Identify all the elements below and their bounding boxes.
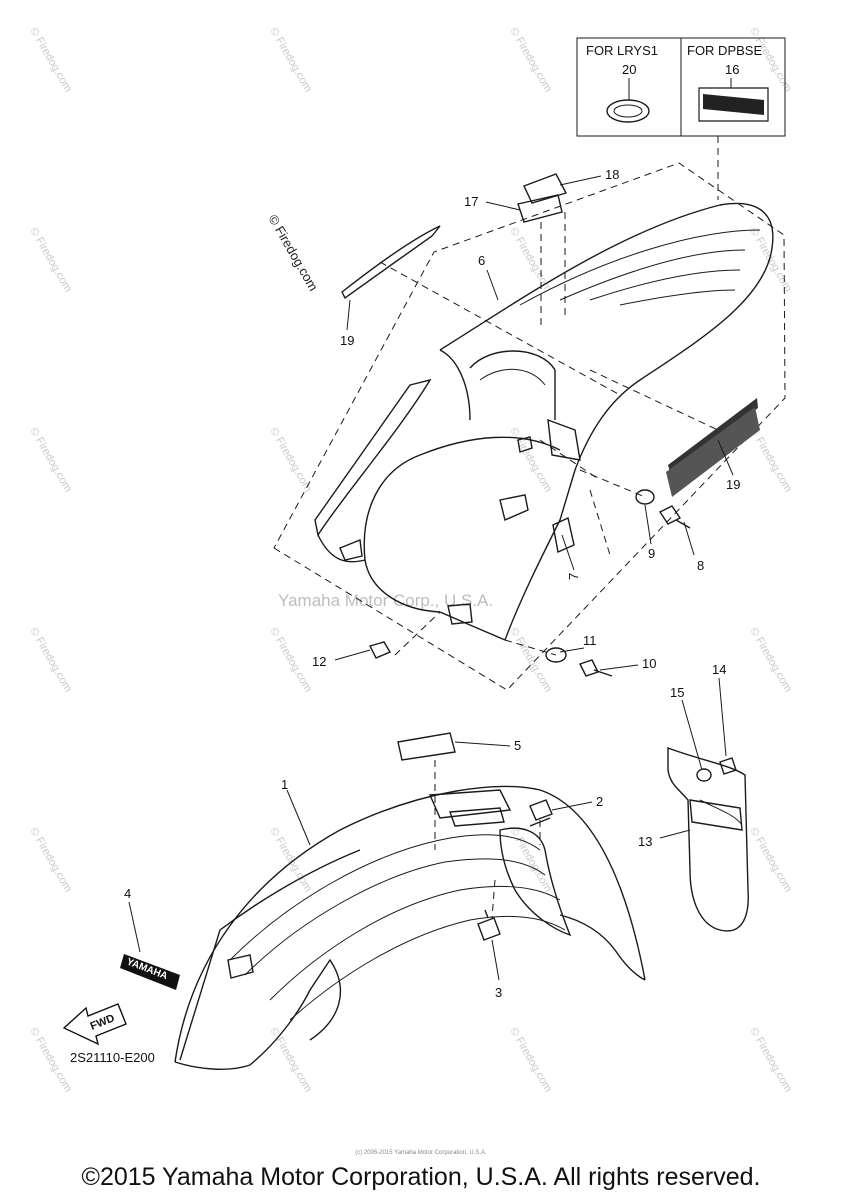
washer-9 [635, 489, 655, 505]
watermark-tile: © Firedog.com [27, 626, 74, 695]
watermark-tile: © Firedog.com [507, 26, 554, 95]
watermark-tile: © Firedog.com [27, 26, 74, 95]
callout-19-left: 19 [340, 333, 354, 348]
diagram-code: 2S21110-E200 [70, 1050, 155, 1065]
callout-11: 11 [583, 633, 597, 648]
callout-8: 8 [697, 558, 704, 573]
watermark-tile: © Firedog.com [507, 1026, 554, 1095]
copyright-footer: ©2015 Yamaha Motor Corporation, U.S.A. A… [81, 1163, 761, 1191]
watermark-center: Yamaha Motor Corp., U.S.A. [278, 591, 493, 610]
callout-2: 2 [596, 794, 603, 809]
watermark-tile: © Firedog.com [27, 226, 74, 295]
side-decal-19-left [341, 225, 441, 300]
nut-12 [368, 641, 392, 659]
callout-4: 4 [124, 886, 131, 901]
screw-14 [719, 757, 737, 775]
watermark-tile: © Firedog.com [267, 1026, 314, 1095]
number-plate [667, 746, 749, 932]
yamaha-decal: YAMAHA [120, 954, 180, 990]
watermark-tile: © Firedog.com [507, 626, 554, 695]
yamaha-decal-icon [698, 87, 769, 122]
option-right-part: 16 [725, 62, 739, 77]
callout-12: 12 [312, 654, 326, 669]
watermark-tile: © Firedog.com [27, 1026, 74, 1095]
callout-3: 3 [495, 985, 502, 1000]
callout-17: 17 [464, 194, 478, 209]
watermark-side: © Firedog.com [265, 212, 321, 294]
option-left-label: FOR LRYS1 [586, 43, 658, 58]
callout-15: 15 [670, 685, 684, 700]
side-decal-19-right [666, 398, 760, 497]
watermark-tile: © Firedog.com [747, 226, 794, 295]
watermark-tile: © Firedog.com [27, 826, 74, 895]
rear-fender-outline [273, 162, 786, 691]
watermark-tile: © Firedog.com [267, 626, 314, 695]
callout-19-right: 19 [726, 477, 740, 492]
watermark-tile: © Firedog.com [507, 426, 554, 495]
washer-11 [545, 647, 567, 663]
callout-10: 10 [642, 656, 656, 671]
callouts: 1 2 3 4 5 6 7 8 9 10 11 12 13 14 15 17 1… [124, 167, 740, 1000]
watermark-tile: © Firedog.com [27, 426, 74, 495]
bolt-10 [579, 659, 613, 677]
bolt-3 [477, 909, 501, 941]
watermark-tiles: © Firedog.com © Firedog.com © Firedog.co… [27, 26, 794, 1095]
bolt-2 [529, 799, 553, 827]
watermark-tile: © Firedog.com [747, 826, 794, 895]
washer-15 [696, 768, 712, 782]
front-fender [174, 785, 646, 1070]
option-right-label: FOR DPBSE [687, 43, 762, 58]
fwd-arrow-icon: FWD [62, 1003, 127, 1046]
hardware-rear [368, 489, 691, 677]
watermark-tile: © Firedog.com [747, 1026, 794, 1095]
callout-leaders [128, 175, 734, 981]
decal-17-18 [517, 173, 568, 223]
rear-fender [314, 202, 774, 641]
decal-5 [397, 732, 456, 761]
watermark-tile: © Firedog.com [747, 26, 794, 95]
callout-13: 13 [638, 834, 652, 849]
footer-mini-text: (c) 2005-2015 Yamaha Motor Corporation, … [355, 1150, 487, 1156]
emblem-icon [606, 99, 650, 123]
watermark-tile: © Firedog.com [267, 26, 314, 95]
callout-9: 9 [648, 546, 655, 561]
callout-6: 6 [478, 253, 485, 268]
callout-1: 1 [281, 777, 288, 792]
watermark-tile: © Firedog.com [747, 626, 794, 695]
callout-14: 14 [712, 662, 726, 677]
callout-18: 18 [605, 167, 619, 182]
option-box: FOR LRYS1 20 FOR DPBSE 16 [576, 37, 786, 137]
watermark-tile: © Firedog.com [747, 426, 794, 495]
bolt-8 [658, 505, 691, 529]
callout-5: 5 [514, 738, 521, 753]
option-left-part: 20 [622, 62, 636, 77]
watermark-tile: © Firedog.com [267, 426, 314, 495]
callout-7: 7 [566, 573, 581, 580]
